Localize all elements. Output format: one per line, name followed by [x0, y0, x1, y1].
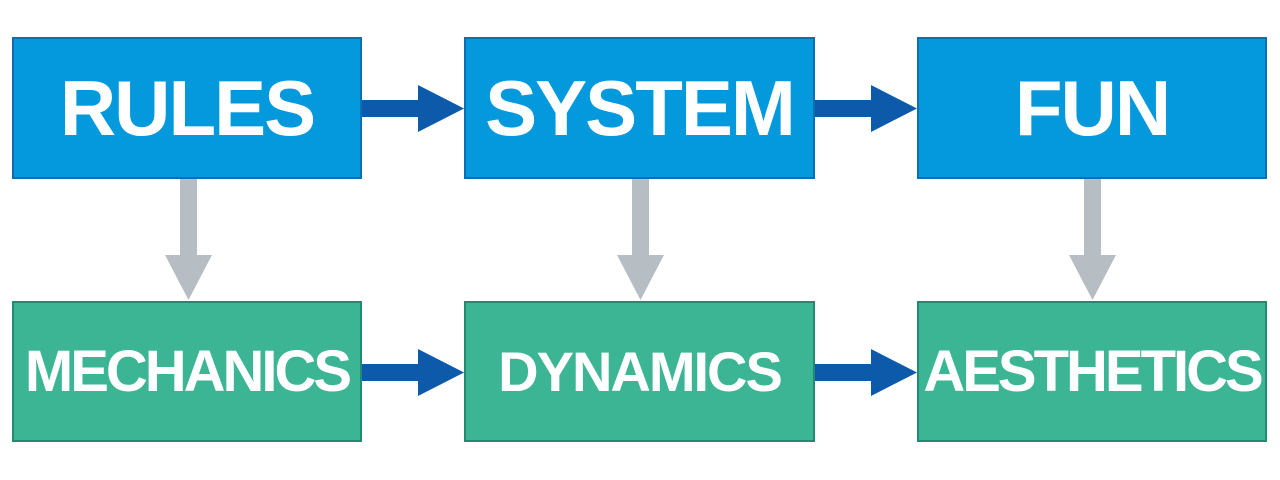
- node-fun: FUN: [917, 37, 1267, 179]
- arrow-system-to-fun: [815, 85, 917, 132]
- node-aesthetics: AESTHETICS: [917, 301, 1267, 442]
- arrow-rules-to-mechanics: [165, 179, 212, 300]
- arrow-mechanics-to-dynamics: [362, 349, 464, 396]
- node-mechanics: MECHANICS: [12, 301, 362, 442]
- node-aesthetics-label: AESTHETICS: [923, 339, 1263, 404]
- arrow-fun-to-aesthetics: [1069, 179, 1116, 300]
- node-rules-label: RULES: [59, 63, 316, 152]
- node-dynamics-label: DYNAMICS: [498, 340, 783, 403]
- arrow-rules-to-system: [362, 85, 464, 132]
- node-rules: RULES: [12, 37, 362, 179]
- node-fun-label: FUN: [1014, 63, 1171, 152]
- node-system-label: SYSTEM: [485, 63, 796, 152]
- node-mechanics-label: MECHANICS: [24, 339, 352, 404]
- node-dynamics: DYNAMICS: [464, 301, 815, 442]
- node-system: SYSTEM: [464, 37, 815, 179]
- arrow-dynamics-to-aesthetics: [815, 349, 917, 396]
- arrow-system-to-dynamics: [617, 179, 664, 300]
